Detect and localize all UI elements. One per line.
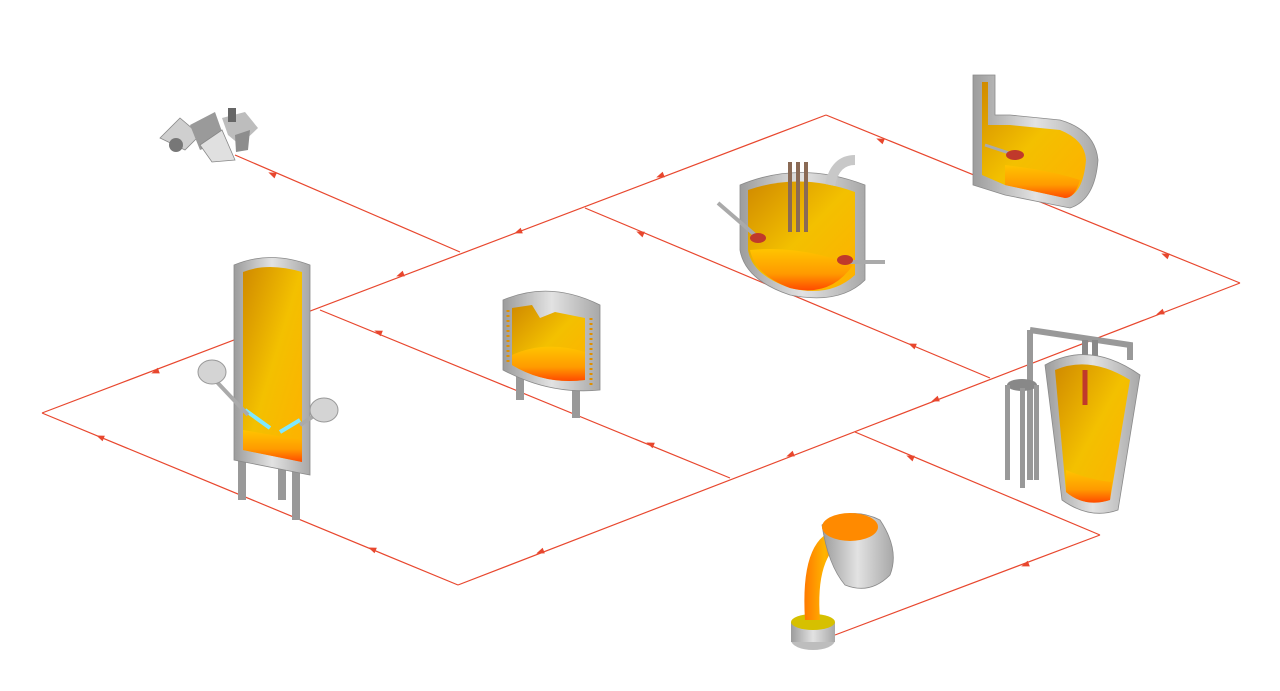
- shaft-furnace-icon: [197, 257, 339, 520]
- flow-arrow-icon: [96, 435, 105, 442]
- flow-line: [319, 309, 731, 479]
- flow-line: [834, 534, 1101, 636]
- flow-line: [854, 431, 1101, 536]
- arc-furnace-icon: [716, 155, 885, 299]
- flow-arrow-icon: [1161, 253, 1170, 260]
- flow-line: [41, 114, 827, 414]
- flow-arrow-icon: [876, 138, 885, 145]
- flow-line: [41, 412, 459, 586]
- flow-arrow-icon: [656, 171, 665, 178]
- flow-arrow-icon: [151, 367, 160, 374]
- flow-arrow-icon: [514, 227, 523, 234]
- flow-arrow-icon: [396, 270, 405, 277]
- flow-arrow-icon: [536, 547, 545, 554]
- flow-arrow-icon: [906, 455, 915, 462]
- flow-arrow-icon: [268, 172, 277, 179]
- flow-arrow-icon: [374, 330, 383, 337]
- flow-arrow-icon: [368, 547, 377, 554]
- flow-arrows: [96, 138, 1170, 567]
- flow-arrow-icon: [931, 395, 940, 402]
- holding-furnace-icon: [972, 74, 1099, 209]
- converter-icon: [1005, 327, 1141, 514]
- flow-arrow-icon: [1156, 308, 1165, 315]
- flow-arrow-icon: [636, 231, 645, 238]
- induction-furnace-icon: [502, 290, 601, 418]
- flow-arrow-icon: [908, 343, 917, 350]
- flow-arrow-icon: [786, 450, 795, 457]
- flow-line: [234, 154, 461, 253]
- flow-line: [457, 282, 1241, 586]
- flow-arrow-icon: [1021, 560, 1030, 567]
- flow-arrow-icon: [646, 442, 655, 449]
- scrap-pile-icon: [159, 108, 258, 163]
- ladle-pour-icon: [791, 513, 894, 650]
